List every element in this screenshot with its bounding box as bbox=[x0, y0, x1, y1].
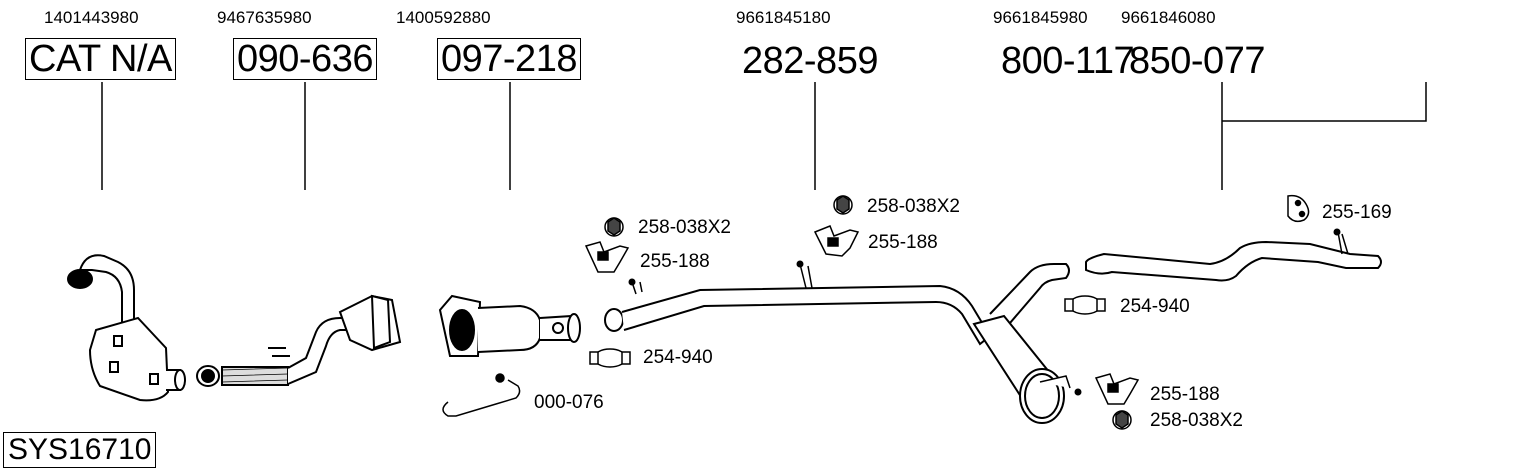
part-number-097-218[interactable]: 097-218 bbox=[437, 38, 581, 80]
accessory-label-254-940-a[interactable]: 254-940 bbox=[643, 347, 713, 368]
accessory-label-258-038x2-c[interactable]: 258-038X2 bbox=[1150, 410, 1243, 431]
accessory-label-255-188-c[interactable]: 255-188 bbox=[1150, 384, 1220, 405]
part-number-282-859[interactable]: 282-859 bbox=[742, 40, 878, 82]
accessory-label-000-076[interactable]: 000-076 bbox=[534, 392, 604, 413]
accessory-label-258-038x2-a[interactable]: 258-038X2 bbox=[638, 217, 731, 238]
oem-number-1: 1401443980 bbox=[44, 8, 139, 27]
system-id-badge: SYS16710 bbox=[3, 432, 157, 468]
accessory-label-254-940-b[interactable]: 254-940 bbox=[1120, 296, 1190, 317]
leader-line-5-6 bbox=[1221, 82, 1427, 190]
oem-number-2: 9467635980 bbox=[217, 8, 312, 27]
front-pipe-drawing bbox=[196, 294, 402, 387]
part-number-850-077[interactable]: 850-077 bbox=[1129, 40, 1265, 82]
rubber-hanger-icon bbox=[1287, 194, 1310, 223]
part-number-cat-na[interactable]: CAT N/A bbox=[25, 38, 176, 80]
sensor-pipe-drawing bbox=[442, 373, 521, 417]
oem-number-4: 9661845180 bbox=[736, 8, 831, 27]
accessory-label-255-188-b[interactable]: 255-188 bbox=[868, 232, 938, 253]
clamp-icon bbox=[589, 295, 1106, 368]
oem-number-6: 9661846080 bbox=[1121, 8, 1216, 27]
manifold-drawing bbox=[67, 254, 186, 402]
flange-nut-icon bbox=[604, 195, 1132, 430]
accessory-label-255-188-a[interactable]: 255-188 bbox=[640, 251, 710, 272]
accessory-label-255-169[interactable]: 255-169 bbox=[1322, 202, 1392, 223]
oem-number-3: 1400592880 bbox=[396, 8, 491, 27]
rubber-mount-icon bbox=[584, 225, 1140, 405]
rear-muffler-drawing bbox=[972, 263, 1082, 424]
accessory-label-258-038x2-b[interactable]: 258-038X2 bbox=[867, 196, 960, 217]
part-number-090-636[interactable]: 090-636 bbox=[233, 38, 377, 80]
center-pipe-drawing bbox=[604, 260, 992, 346]
catalyst-drawing bbox=[438, 294, 581, 357]
oem-number-5: 9661845980 bbox=[993, 8, 1088, 27]
tail-pipe-drawing bbox=[1085, 228, 1382, 282]
part-number-800-117[interactable]: 800-117 bbox=[1001, 40, 1135, 82]
